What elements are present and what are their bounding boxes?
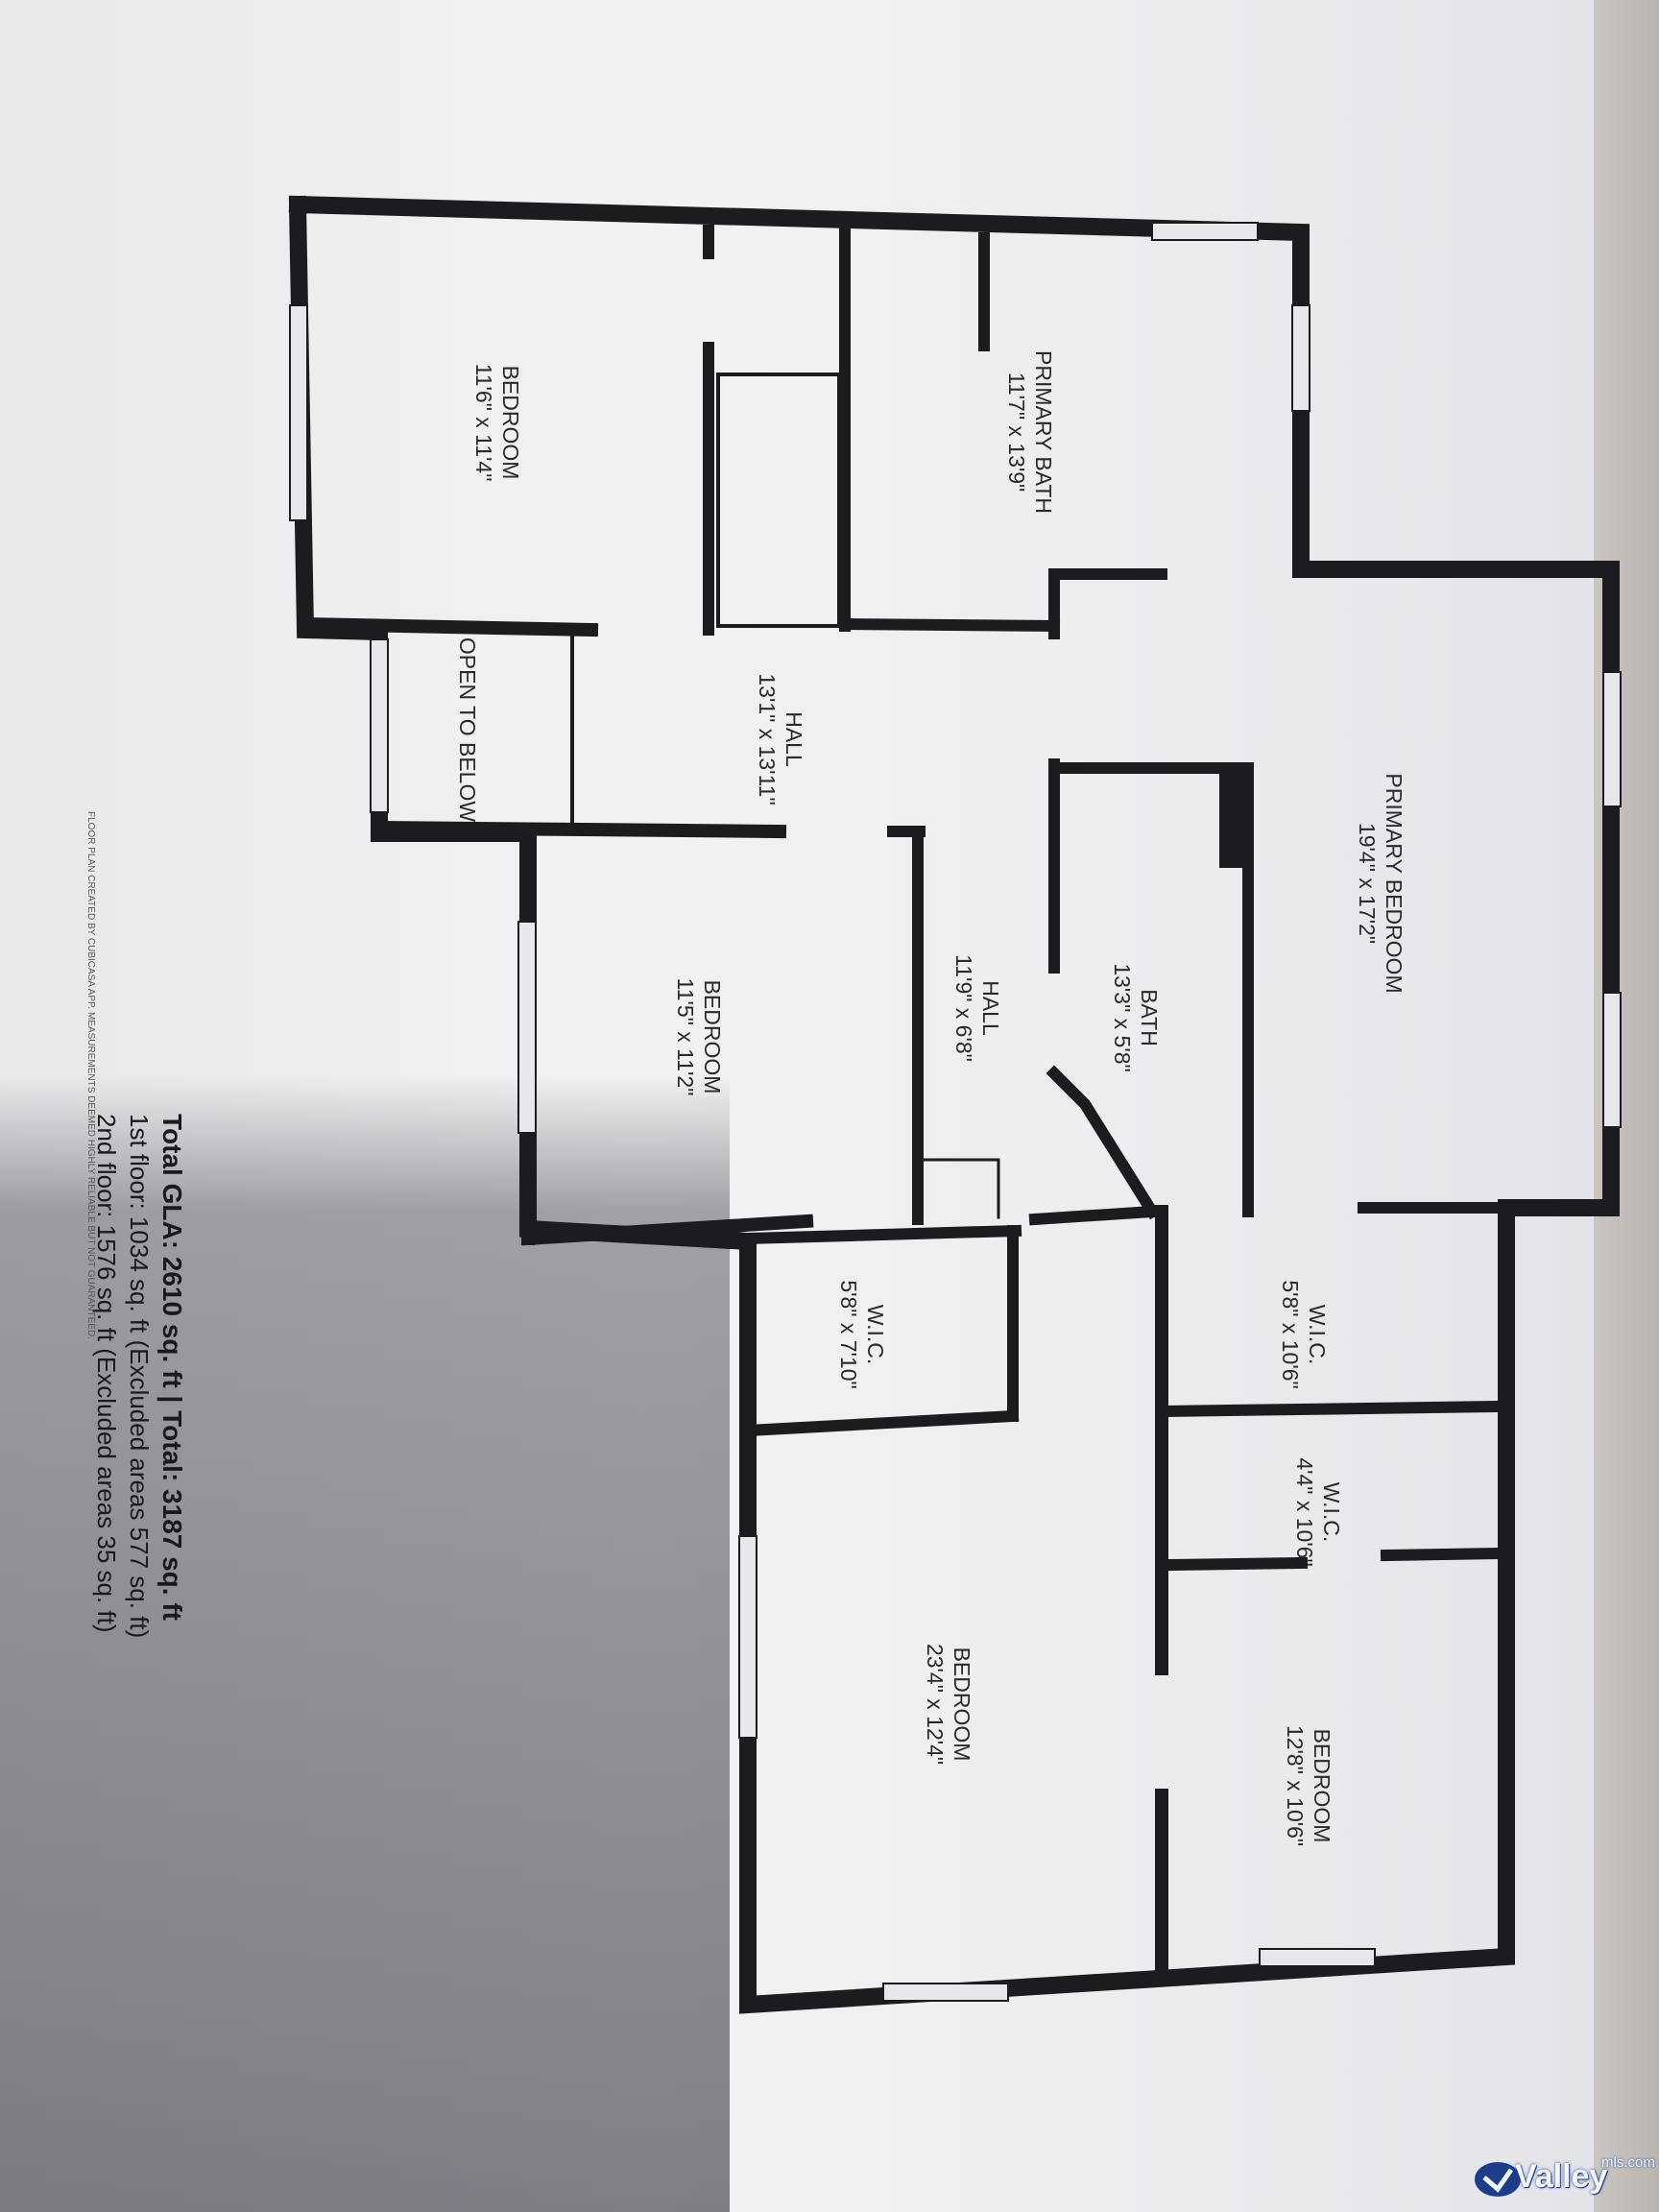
room-name: BEDROOM — [1310, 1729, 1334, 1843]
room-name: HALL — [781, 711, 806, 767]
photo-shadow — [0, 1075, 730, 2212]
room-dimensions: 12'8" x 10'6" — [1283, 1725, 1308, 1846]
valley-mls-logo — [1475, 2162, 1521, 2197]
summary-total: Total GLA: 2610 sq. ft | Total: 3187 sq.… — [157, 1114, 187, 1621]
room-dimensions: 13'1" x 13'11" — [755, 673, 780, 805]
summary-floor1: 1st floor: 1034 sq. ft (Excluded areas 5… — [125, 1114, 154, 1638]
room-name: BATH — [1137, 989, 1162, 1046]
room-dimensions: 5'8" x 10'6" — [1278, 1280, 1303, 1388]
area-summary: Total GLA: 2610 sq. ft | Total: 3187 sq.… — [92, 1114, 187, 1638]
room-dimensions: 11'6" x 11'4" — [471, 364, 496, 482]
room-name: W.I.C. — [863, 1305, 888, 1365]
summary-floor2: 2nd floor: 1576 sq. ft (Excluded areas 3… — [92, 1114, 121, 1633]
room-label-wic-2: W.I.C.5'8" x 10'6" — [1278, 1280, 1330, 1388]
room-dimensions: 13'3" x 5'8" — [1110, 963, 1135, 1071]
room-label-wic-3: W.I.C.4'4" x 10'6" — [1292, 1457, 1344, 1566]
room-dimensions: 19'4" x 17'2" — [1355, 823, 1380, 944]
room-label-open-to-below: OPEN TO BELOW — [455, 637, 480, 822]
room-name: HALL — [978, 980, 1003, 1036]
room-label-wic-1: W.I.C.5'8" x 7'10" — [836, 1280, 888, 1388]
room-dimensions: 11'7" x 13'9" — [1004, 373, 1029, 492]
room-name: BEDROOM — [498, 366, 523, 480]
room-dimensions: 5'8" x 7'10" — [836, 1280, 861, 1388]
room-name: W.I.C. — [1319, 1482, 1344, 1543]
room-name: W.I.C. — [1305, 1305, 1330, 1365]
room-dimensions: 23'4" x 12'4" — [923, 1644, 948, 1765]
room-name: OPEN TO BELOW — [455, 637, 480, 822]
credit-line: FLOOR PLAN CREATED BY CUBICASA APP. MEAS… — [85, 811, 96, 1339]
room-dimensions: 4'4" x 10'6" — [1292, 1457, 1317, 1566]
plan-credit: FLOOR PLAN CREATED BY CUBICASA APP. MEAS… — [85, 811, 96, 1339]
room-name: BEDROOM — [700, 980, 725, 1094]
windows — [289, 222, 1622, 2002]
room-name: PRIMARY BATH — [1031, 350, 1056, 514]
room-name: BEDROOM — [950, 1647, 974, 1762]
logo-domain: mls.com — [1601, 2154, 1655, 2171]
room-dimensions: 11'9" x 6'8" — [951, 954, 976, 1062]
room-dimensions: 11'5" x 11'2" — [673, 978, 698, 1096]
room-name: PRIMARY BEDROOM — [1382, 773, 1407, 993]
logo-brand: Valley — [1515, 2158, 1608, 2195]
